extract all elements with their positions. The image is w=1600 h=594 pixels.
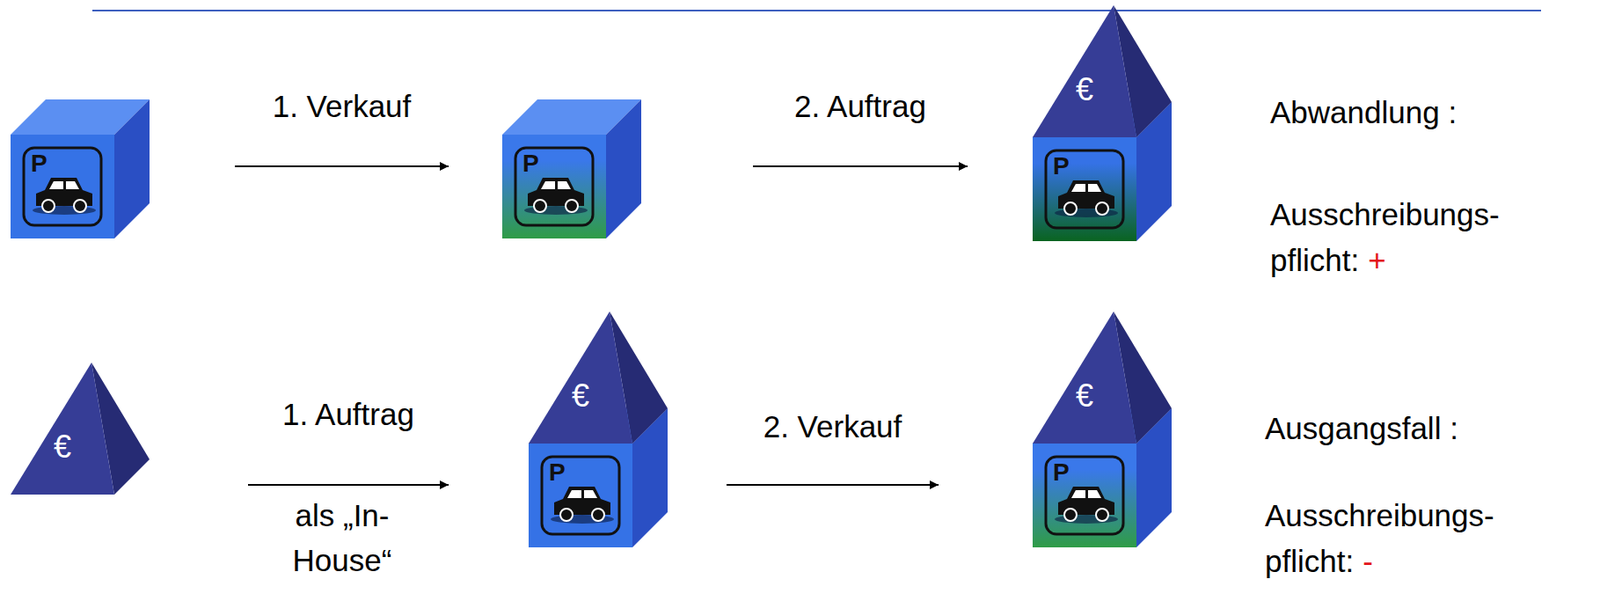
shape-drawing	[1032, 311, 1172, 548]
edge-label: 2. Verkauf	[763, 408, 903, 446]
cube-front	[1032, 443, 1137, 548]
note-text: Ausschreibungs- pflicht:	[1264, 497, 1495, 578]
text-block: Abwandlung :	[1270, 94, 1457, 132]
pyramid-front	[528, 311, 633, 444]
sign-frame	[1045, 150, 1124, 228]
parking-letter: P	[522, 151, 540, 176]
parking-sign	[541, 456, 620, 534]
euro-sign: €	[53, 431, 72, 463]
car-window	[65, 181, 80, 190]
text-block: Ausschreibungs- pflicht:+	[1270, 191, 1535, 284]
parking-sign	[1045, 456, 1124, 534]
car-wheel	[560, 508, 573, 521]
note-text: als „In-House“	[292, 497, 393, 578]
shape-drawing	[528, 311, 668, 548]
pyramid-on-cube: €P	[1032, 311, 1172, 548]
edge-label: 1. Verkauf	[272, 87, 412, 125]
pyramid-front	[1032, 5, 1137, 138]
parking-letter: P	[30, 151, 48, 176]
text-block: Ausschreibungs- pflicht:-	[1264, 492, 1529, 585]
car-window	[1088, 183, 1102, 192]
parking-sign	[515, 147, 593, 226]
pyramid-on-cube: €P	[1032, 5, 1172, 242]
edge-label: 1. Auftrag	[282, 395, 415, 433]
parking-sign	[1045, 150, 1124, 228]
edge-label: 2. Auftrag	[794, 87, 927, 125]
note-text: Abwandlung :	[1270, 94, 1457, 130]
car-wheel	[73, 199, 87, 212]
sign-frame	[23, 147, 102, 226]
car-window	[49, 181, 64, 190]
car-wheel	[1095, 508, 1109, 521]
parking-cube: P	[502, 99, 642, 239]
tender-sign: +	[1367, 242, 1386, 278]
pyramid-front	[10, 362, 115, 495]
note-text: Ausgangsfall :	[1264, 410, 1459, 446]
car-window	[1071, 183, 1086, 192]
car-wheel	[533, 199, 547, 212]
sign-frame	[541, 456, 620, 534]
arrow-connector	[726, 483, 939, 486]
shape-drawing	[1032, 5, 1172, 242]
pyramid-front	[1032, 311, 1137, 444]
parking-letter: P	[1052, 460, 1070, 485]
sign-frame	[515, 147, 593, 226]
text-block: Ausgangsfall :	[1264, 409, 1459, 447]
cube-front	[10, 134, 115, 239]
car-window	[540, 181, 556, 190]
car-wheel	[1064, 202, 1077, 215]
car-wheel	[1064, 508, 1077, 521]
cube-front	[1032, 137, 1137, 242]
car-window	[1071, 489, 1086, 498]
arrow-connector	[234, 165, 449, 168]
text-block: als „In-House“	[254, 493, 431, 584]
cube-front	[502, 134, 607, 239]
rule-line	[92, 9, 1542, 12]
euro-sign: €	[571, 379, 590, 412]
pyramid-on-cube: €P	[528, 311, 668, 548]
car-wheel	[42, 199, 55, 212]
parking-cube: P	[10, 99, 150, 239]
arrow-connector	[752, 165, 968, 168]
car-window	[584, 489, 598, 498]
parking-letter: P	[1052, 153, 1070, 179]
car-wheel	[1095, 202, 1109, 215]
euro-pyramid: €	[10, 362, 150, 495]
cube-side	[114, 99, 150, 239]
tender-sign: -	[1362, 543, 1374, 578]
sign-frame	[1045, 456, 1124, 534]
euro-sign: €	[1075, 73, 1094, 106]
cube-side	[606, 99, 642, 239]
car-wheel	[591, 508, 605, 521]
euro-sign: €	[1075, 379, 1094, 412]
car-wheel	[565, 199, 578, 212]
arrow-connector	[248, 483, 449, 486]
cube-front	[528, 443, 633, 548]
shape-drawing	[10, 362, 150, 495]
car-window	[1088, 489, 1102, 498]
car-window	[567, 489, 582, 498]
parking-letter: P	[548, 460, 566, 485]
parking-sign	[23, 147, 102, 226]
car-window	[557, 181, 571, 190]
